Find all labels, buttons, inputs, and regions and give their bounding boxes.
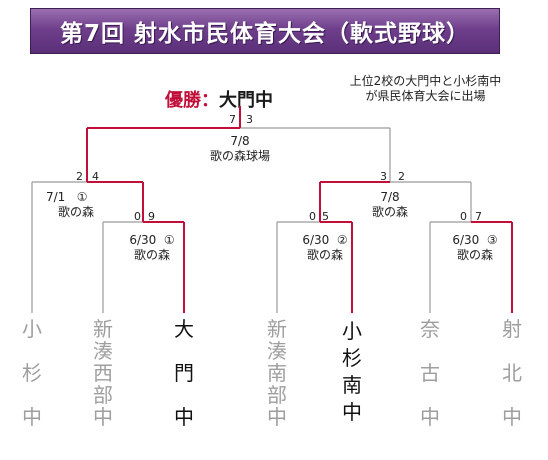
team-2: 新 湊 西 部 中 — [83, 318, 123, 428]
final-venue: 歌の森球場 — [209, 149, 270, 163]
winner-team: 大門中 — [219, 90, 273, 111]
semi-right-venue: 歌の森 — [371, 205, 408, 219]
team-5-char-1: 小 — [342, 319, 362, 343]
team-5: 小 杉 南 中 — [332, 318, 372, 426]
semi-left-date: 7/1 — [46, 190, 66, 204]
team-2-char-3: 西 — [93, 361, 113, 385]
semi-right-score-bottom-left: 0 — [309, 210, 316, 223]
qualification-note: 上位2校の大門中と小杉南中 が県民体育大会に出場 — [323, 74, 528, 104]
team-6-char-2: 古 — [420, 361, 440, 385]
team-4-char-5: 中 — [267, 405, 287, 429]
r1-game3-score-right: 7 — [475, 210, 482, 223]
team-6-char-3: 中 — [420, 405, 440, 429]
r1-game3-score-left: 0 — [460, 210, 467, 223]
r1-game3-no: ③ — [486, 233, 498, 247]
team-3-char-1: 大 — [174, 317, 194, 341]
team-1-char-1: 小 — [22, 317, 42, 341]
winner-label: 優勝： — [165, 90, 219, 111]
r1-game3-date: 6/30 — [452, 233, 480, 247]
semi-left-venue: 歌の森 — [58, 205, 95, 219]
team-4-char-4: 部 — [267, 383, 287, 407]
r1-game1-no: ① — [163, 233, 175, 247]
title-banner — [30, 8, 500, 54]
winner-announcement: 優勝：大門中 — [165, 86, 273, 112]
team-4-char-2: 湊 — [267, 339, 287, 363]
page-title: 第7回 射水市民体育大会（軟式野球） — [59, 21, 470, 47]
team-1-char-2: 杉 — [22, 361, 42, 385]
semi-left-score-bottom-left: 0 — [134, 210, 141, 223]
r1-game2-no: ② — [336, 233, 348, 247]
semi-left-score-top-right: 4 — [92, 170, 99, 183]
team-2-char-4: 部 — [93, 383, 113, 407]
team-7-char-3: 中 — [502, 405, 522, 429]
r1-game2-date: 6/30 — [302, 233, 330, 247]
team-2-char-1: 新 — [93, 317, 113, 341]
team-2-char-5: 中 — [93, 405, 113, 429]
team-3: 大 門 中 — [164, 318, 204, 428]
team-7-char-2: 北 — [502, 361, 522, 385]
team-1: 小 杉 中 — [12, 318, 52, 428]
r1-game2-info: 6/30 ② — [285, 233, 365, 248]
team-4: 新 湊 南 部 中 — [257, 318, 297, 428]
semi-left-info: 7/1 ① — [46, 190, 88, 205]
r1-game1-venue: 歌の森 — [133, 248, 170, 262]
team-2-char-2: 湊 — [93, 339, 113, 363]
team-7-char-1: 射 — [502, 317, 522, 341]
r1-game2-venue: 歌の森 — [306, 248, 343, 262]
r1-game1-info: 6/30 ① — [112, 233, 192, 248]
final-score-right: 3 — [246, 113, 253, 126]
note-line-2: が県民体育大会に出場 — [365, 89, 486, 103]
r1-game3-venue: 歌の森 — [456, 248, 493, 262]
semi-right-score-bottom-right: 5 — [322, 210, 329, 223]
r1-game1-date: 6/30 — [129, 233, 157, 247]
semi-left-score-bottom-right: 9 — [148, 210, 155, 223]
team-4-char-1: 新 — [267, 317, 287, 341]
team-5-char-3: 南 — [342, 373, 362, 397]
r1-game3-info: 6/30 ③ — [435, 233, 515, 248]
semi-right-date: 7/8 — [380, 190, 400, 204]
team-5-char-2: 杉 — [342, 346, 362, 370]
team-3-char-3: 中 — [174, 405, 194, 429]
final-score-left: 7 — [229, 113, 236, 126]
final-date: 7/8 — [230, 134, 250, 148]
semi-right-score-top-left: 3 — [380, 170, 387, 183]
semi-right-score-top-right: 2 — [398, 170, 405, 183]
semi-left-game-no: ① — [76, 190, 88, 204]
team-1-char-3: 中 — [22, 405, 42, 429]
team-5-char-4: 中 — [342, 400, 362, 424]
team-7: 射 北 中 — [492, 318, 532, 428]
semi-left-score-top-left: 2 — [76, 170, 83, 183]
team-6-char-1: 奈 — [420, 317, 440, 341]
note-line-1: 上位2校の大門中と小杉南中 — [349, 74, 502, 88]
team-4-char-3: 南 — [267, 361, 287, 385]
team-3-char-2: 門 — [174, 361, 194, 385]
team-6: 奈 古 中 — [410, 318, 450, 428]
